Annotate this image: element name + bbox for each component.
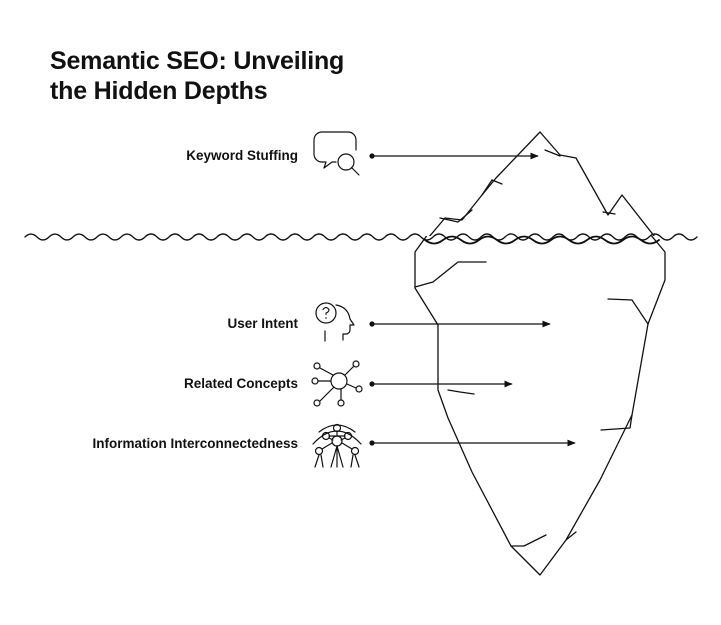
chat-search-icon bbox=[313, 131, 360, 176]
network-hub-icon bbox=[311, 360, 363, 407]
iceberg-waterline-ripple bbox=[424, 235, 660, 245]
arrow-user-intent bbox=[369, 320, 551, 328]
label-related-concepts: Related Concepts bbox=[183, 376, 298, 391]
iceberg-body bbox=[414, 236, 666, 576]
label-keyword-stuffing: Keyword Stuffing bbox=[186, 148, 298, 163]
head-question-icon bbox=[315, 302, 355, 342]
atom-structure-icon bbox=[312, 423, 362, 468]
arrow-information-interconnectedness bbox=[369, 439, 576, 447]
label-user-intent: User Intent bbox=[227, 316, 298, 331]
title-line-2: the Hidden Depths bbox=[50, 77, 268, 105]
iceberg-tip bbox=[428, 131, 655, 236]
page-title: Semantic SEO: Unveiling the Hidden Depth… bbox=[50, 46, 344, 106]
label-information-interconnectedness: Information Interconnectedness bbox=[92, 436, 298, 451]
water-line bbox=[24, 233, 698, 241]
arrow-related-concepts bbox=[369, 380, 513, 388]
arrow-keyword-stuffing bbox=[369, 152, 539, 160]
title-line-1: Semantic SEO: Unveiling bbox=[50, 47, 345, 75]
